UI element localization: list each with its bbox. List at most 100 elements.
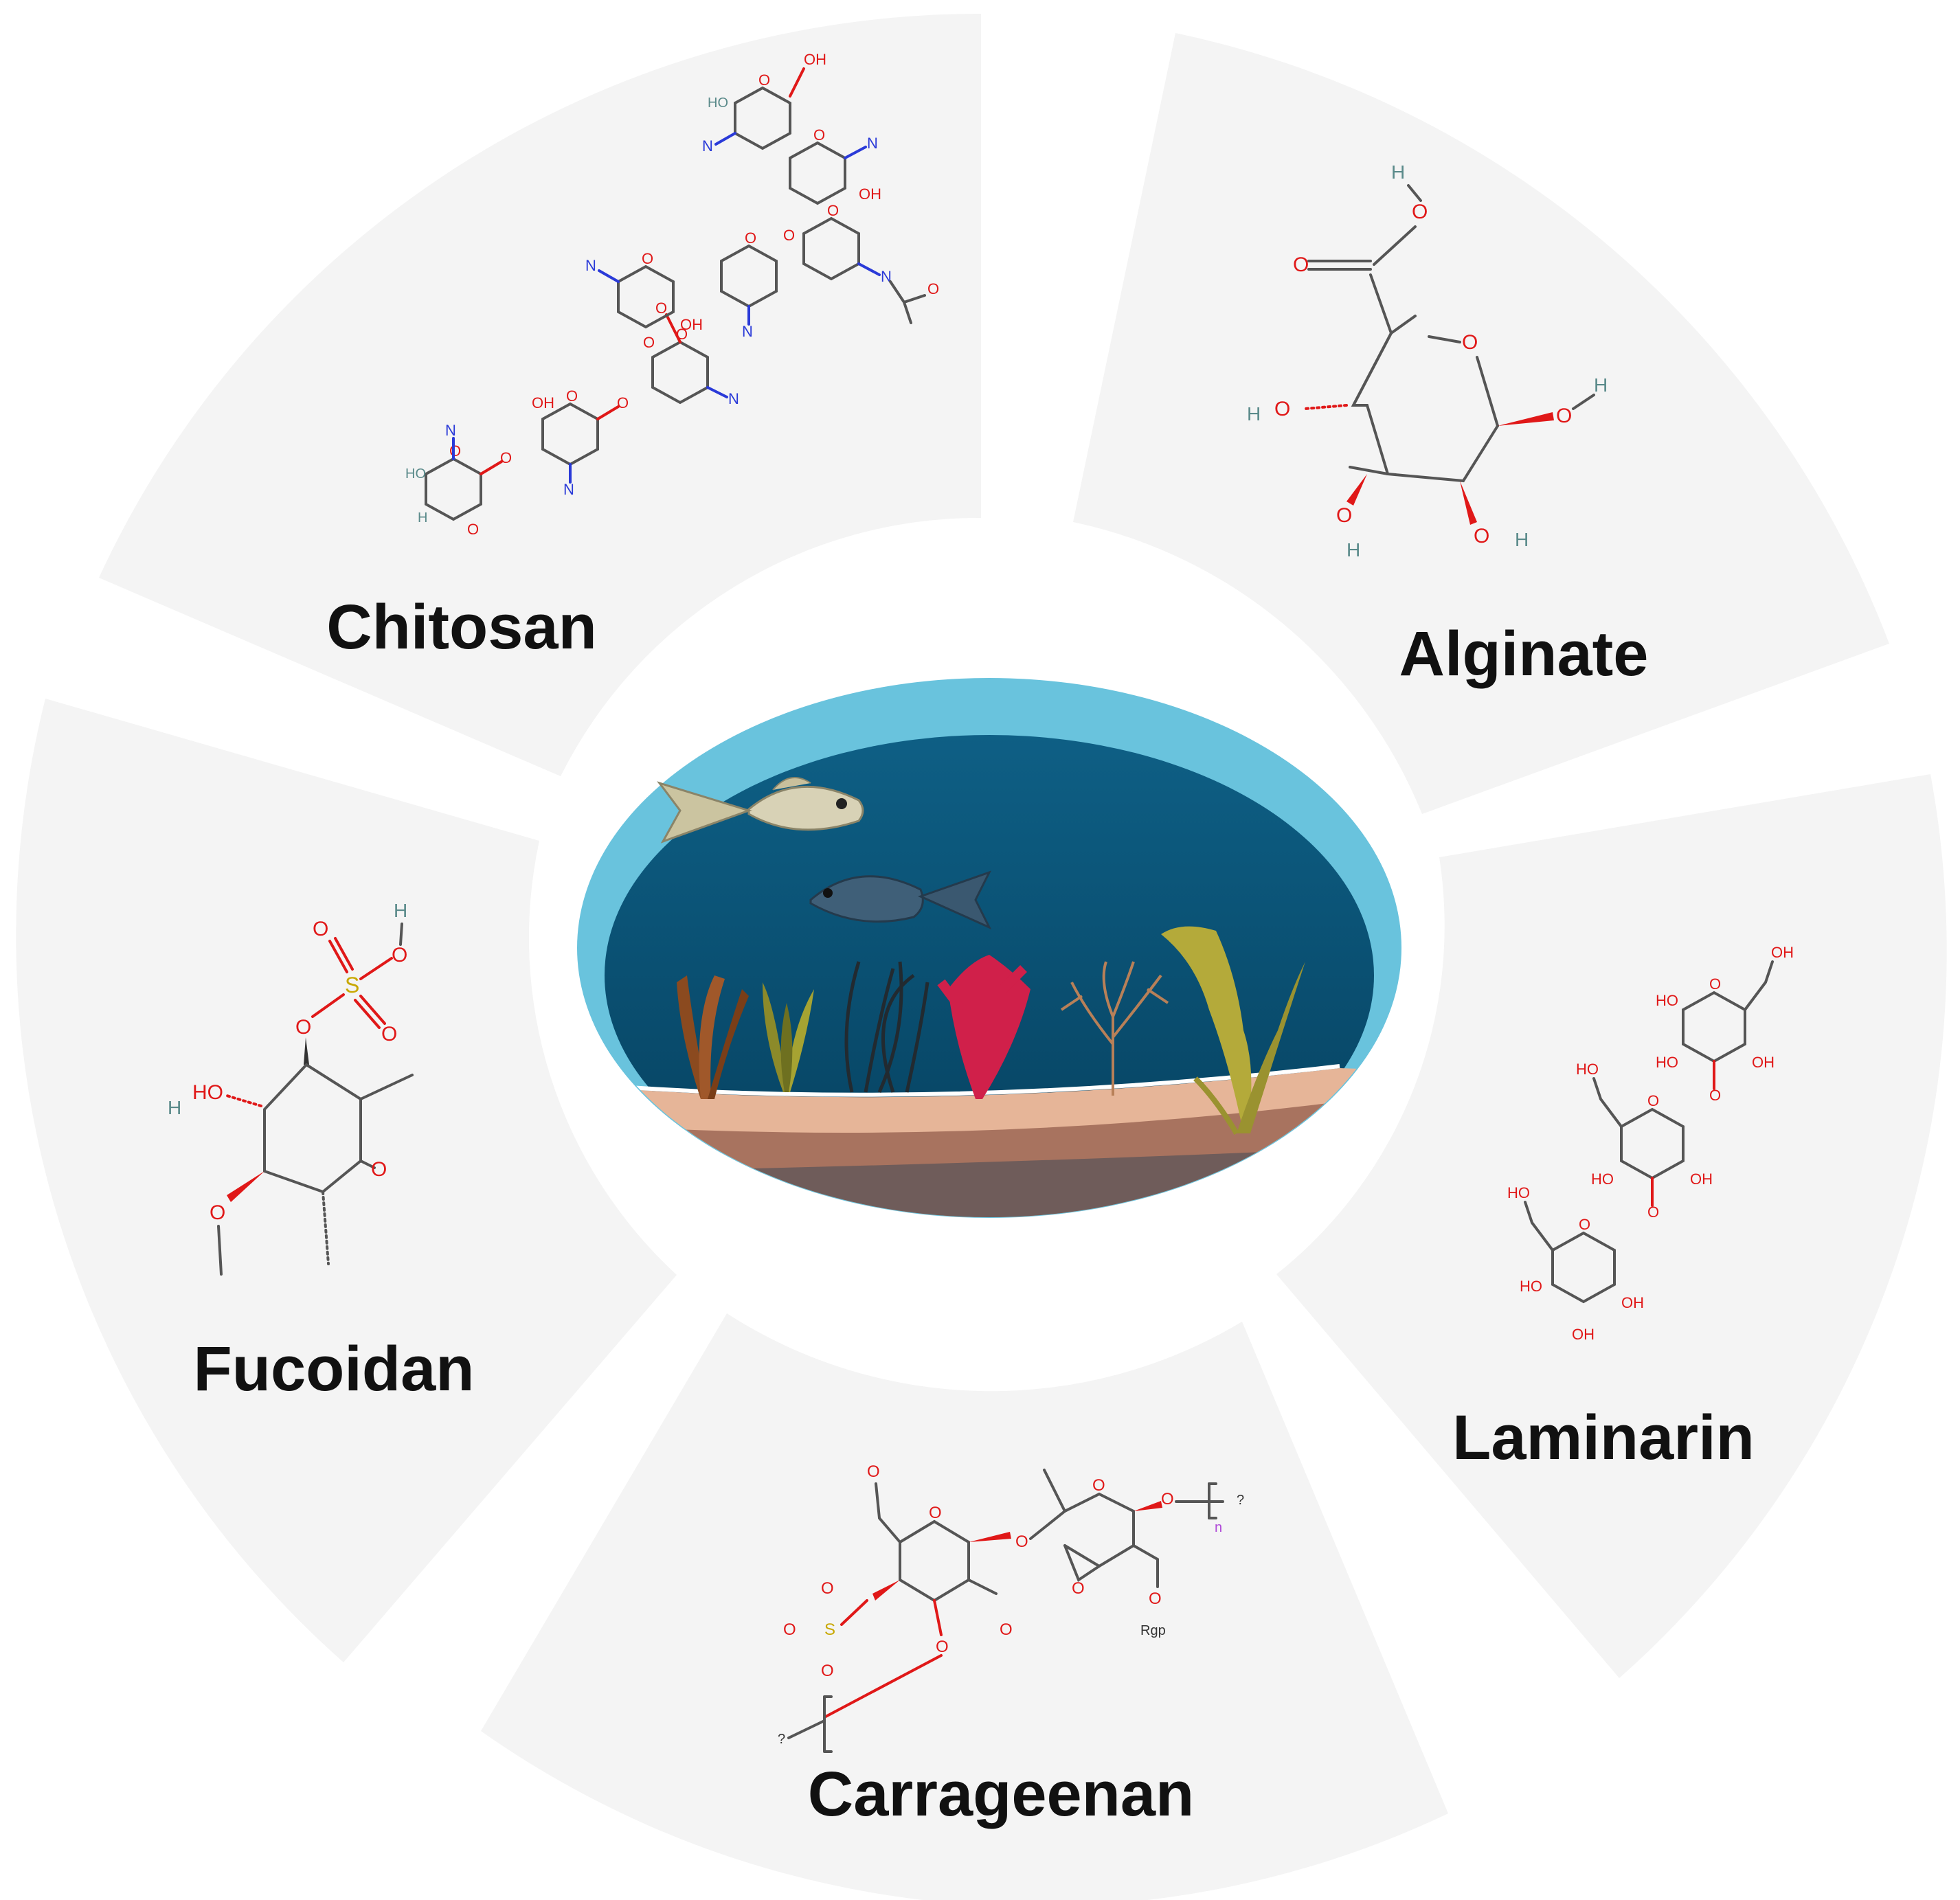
svg-text:O: O [927, 280, 939, 297]
svg-text:OH: OH [1621, 1294, 1644, 1311]
svg-text:O: O [313, 918, 328, 940]
svg-text:O: O [1000, 1620, 1013, 1639]
svg-text:HO: HO [1520, 1278, 1542, 1295]
svg-text:HO: HO [708, 95, 728, 111]
svg-text:H: H [394, 900, 407, 921]
svg-text:O: O [1556, 405, 1572, 427]
svg-text:O: O [392, 944, 407, 966]
segment-fucoidan [16, 699, 677, 1662]
svg-text:O: O [758, 71, 770, 89]
svg-text:N: N [742, 323, 753, 340]
svg-text:n: n [1215, 1520, 1222, 1535]
svg-text:O: O [1709, 975, 1721, 993]
seaweed-icon [937, 955, 1030, 1099]
svg-text:O: O [1474, 525, 1489, 547]
svg-text:HO: HO [1576, 1061, 1599, 1078]
label-alginate: Alginate [1399, 619, 1649, 689]
svg-text:HO: HO [192, 1081, 223, 1104]
seaweed-icon [844, 961, 930, 1094]
svg-text:O: O [1336, 504, 1352, 527]
label-fucoidan: Fucoidan [194, 1334, 475, 1404]
svg-text:O: O [1647, 1092, 1659, 1109]
svg-text:H: H [418, 510, 427, 525]
svg-text:H: H [1594, 374, 1608, 396]
svg-text:O: O [813, 126, 825, 144]
svg-text:H: H [1347, 539, 1360, 561]
svg-text:O: O [1462, 331, 1478, 354]
svg-text:O: O [1579, 1216, 1590, 1233]
fish-icon [809, 870, 992, 930]
ring-segments [16, 13, 1947, 1900]
label-carrageenan: Carrageenan [808, 1759, 1194, 1829]
segment-carrageenan [481, 1313, 1448, 1900]
svg-text:O: O [1293, 253, 1309, 276]
svg-text:N: N [881, 268, 892, 285]
svg-text:N: N [563, 481, 574, 498]
seaweed-icon [1060, 961, 1169, 1096]
svg-text:O: O [500, 449, 512, 466]
molecule-structure-icon: H O S O O O O HO H O [168, 900, 414, 1276]
svg-text:O: O [936, 1638, 949, 1656]
svg-text:N: N [702, 137, 713, 155]
laminarin-structure: O OH HO HO OH O O HO HO OH O O [1507, 944, 1794, 1343]
svg-text:O: O [371, 1158, 387, 1181]
segment-chitosan [99, 13, 981, 776]
svg-text:N: N [728, 390, 739, 407]
fucoidan-structure: H O S O O O O HO H O [168, 900, 414, 1276]
svg-text:OH: OH [532, 394, 554, 411]
chitosan-structure: O O N HO H O O O N OH O [405, 51, 939, 538]
svg-text:O: O [1149, 1590, 1162, 1608]
svg-text:?: ? [1237, 1493, 1244, 1508]
svg-text:OH: OH [680, 316, 703, 333]
svg-text:O: O [867, 1462, 880, 1481]
svg-text:O: O [617, 394, 629, 411]
svg-text:HO: HO [1591, 1170, 1614, 1188]
svg-text:O: O [655, 299, 667, 317]
svg-text:O: O [642, 250, 653, 267]
molecule-structure-icon: O O N HO H O O O N OH O [405, 51, 939, 538]
svg-text:OH: OH [1690, 1170, 1713, 1188]
svg-text:OH: OH [1771, 944, 1794, 961]
svg-text:O: O [449, 442, 461, 460]
svg-text:H: H [1515, 529, 1529, 550]
svg-text:O: O [821, 1662, 834, 1680]
svg-text:N: N [445, 422, 456, 439]
svg-text:O: O [1647, 1203, 1659, 1221]
svg-text:O: O [827, 202, 839, 219]
svg-text:O: O [566, 387, 578, 405]
ocean-scene [577, 678, 1401, 1218]
svg-text:HO: HO [1656, 1054, 1678, 1071]
svg-text:O: O [1412, 201, 1428, 223]
svg-text:O: O [210, 1201, 225, 1224]
svg-text:H: H [1391, 161, 1405, 183]
svg-text:O: O [1709, 1087, 1721, 1104]
svg-text:?: ? [778, 1732, 785, 1747]
molecule-structure-icon: O O S O O O O O O O O O ? n O [778, 1462, 1244, 1753]
seaweed-icon [1161, 926, 1305, 1135]
svg-text:HO: HO [1507, 1184, 1530, 1201]
svg-text:O: O [1161, 1490, 1174, 1508]
svg-text:O: O [1015, 1533, 1028, 1551]
segment-alginate [1073, 33, 1889, 814]
molecule-structure-icon: O O H O O H O H O H O H [1247, 161, 1608, 561]
svg-text:O: O [467, 521, 479, 538]
svg-text:N: N [585, 257, 596, 274]
carrageenan-structure: O O S O O O O O O O O O ? n O [778, 1462, 1244, 1753]
svg-text:OH: OH [1752, 1054, 1775, 1071]
svg-text:O: O [783, 1620, 796, 1639]
label-laminarin: Laminarin [1452, 1403, 1755, 1473]
molecule-structure-icon: O OH HO HO OH O O HO HO OH O O [1507, 944, 1794, 1343]
svg-text:H: H [1247, 403, 1261, 425]
svg-text:O: O [295, 1016, 311, 1039]
svg-text:HO: HO [405, 466, 426, 482]
seaweed-icon [677, 975, 749, 1099]
alginate-structure: O O H O O H O H O H O H [1247, 161, 1608, 561]
svg-text:Rgp: Rgp [1140, 1623, 1166, 1638]
label-chitosan: Chitosan [326, 592, 597, 662]
segment-laminarin [1276, 774, 1947, 1678]
svg-text:HO: HO [1656, 992, 1678, 1009]
svg-text:OH: OH [859, 185, 881, 203]
svg-text:N: N [867, 135, 878, 152]
svg-text:S: S [345, 973, 359, 997]
